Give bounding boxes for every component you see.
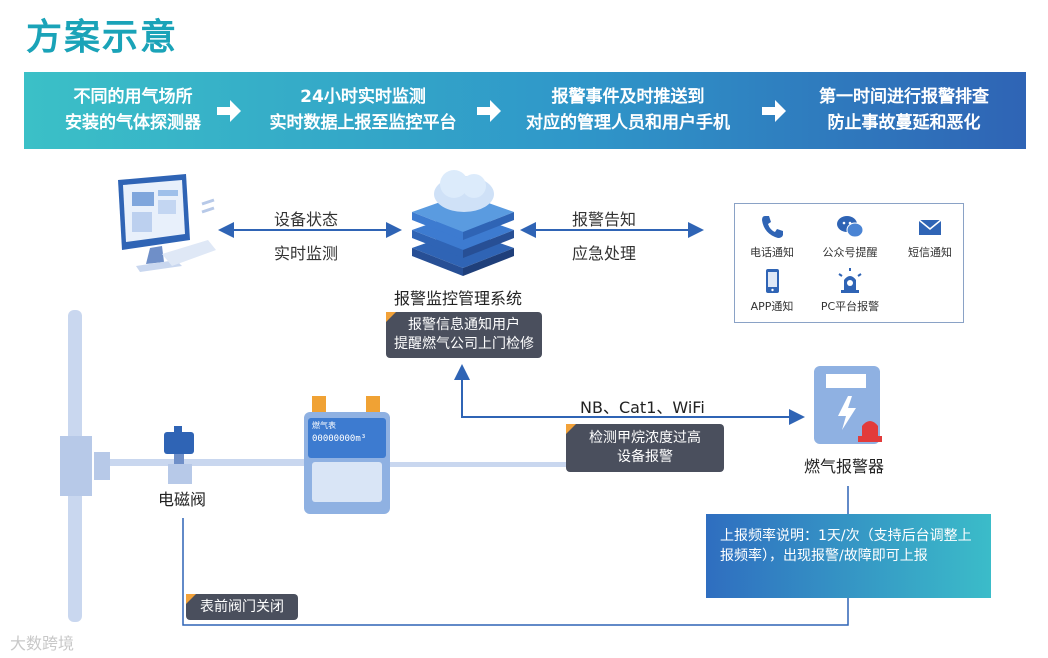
watermark: 大数跨境 (10, 634, 75, 653)
detect-line1: 检测甲烷浓度过高 (589, 430, 701, 446)
arrow-right-icon (762, 100, 786, 122)
valve-label: 电磁阀 (158, 490, 207, 509)
description-text: 上报频率说明：1天/次（支持后台调整上报频率），出现报警/故障即可上报 (720, 528, 972, 564)
notify-app-label: APP通知 (750, 300, 794, 313)
valve-close-text: 表前阀门关闭 (200, 599, 284, 615)
page-title: 方案示意 (26, 17, 179, 58)
cloud-server-icon (412, 170, 514, 276)
gas-alarm-device-icon (814, 366, 882, 444)
gas-meter: 燃气表 00000000m³ (304, 396, 390, 514)
meter-display (308, 418, 386, 458)
valve-close-box: 表前阀门关闭 (186, 594, 298, 620)
alarm-light-icon (838, 268, 862, 293)
notify-user-box: 报警信息通知用户 提醒燃气公司上门检修 (386, 312, 542, 358)
arrow-right-icon (477, 100, 501, 122)
phone-icon (762, 216, 783, 238)
notify-sms-label: 短信通知 (908, 246, 952, 259)
pipe-junction (60, 436, 92, 496)
meter-connector-right (366, 396, 380, 414)
detect-line2: 设备报警 (617, 449, 673, 465)
horizontal-pipe-right (390, 462, 566, 467)
notification-panel: 电话通知 公众号提醒 短信通知 APP通知 PC平台报警 (734, 203, 964, 323)
notify-app: APP通知 (737, 268, 807, 314)
arrow-right-icon (217, 100, 241, 122)
notify-phone-label: 电话通知 (750, 246, 794, 259)
box-corner-mark (186, 594, 196, 604)
notify-phone: 电话通知 (737, 214, 807, 260)
notify-pc: PC平台报警 (815, 268, 885, 314)
banner-step-4-line2: 防止事故蔓延和恶化 (827, 113, 981, 133)
computer-monitor-icon (118, 174, 216, 272)
alarm-label: 燃气报警器 (804, 457, 885, 476)
banner-step-3-line2: 对应的管理人员和用户手机 (526, 113, 730, 133)
notify-pc-label: PC平台报警 (820, 300, 880, 313)
banner-step-1-line2: 安装的气体探测器 (65, 113, 201, 133)
link-label-alert: 报警告知 (572, 210, 637, 229)
meter-connector-left (312, 396, 326, 414)
solenoid-valve-icon (164, 426, 194, 484)
meter-reading: 00000000m³ (312, 434, 367, 444)
banner-step-4: 第一时间进行报警排查 防止事故蔓延和恶化 (794, 84, 1014, 136)
banner-step-3: 报警事件及时推送到 对应的管理人员和用户手机 (508, 84, 748, 136)
box-corner-mark (566, 424, 576, 434)
notify-wechat: 公众号提醒 (815, 214, 885, 260)
detect-alarm-box: 检测甲烷浓度过高 设备报警 (566, 424, 724, 472)
report-frequency-description: 上报频率说明：1天/次（支持后台调整上报频率），出现报警/故障即可上报 (706, 514, 991, 598)
banner-step-1: 不同的用气场所 安装的气体探测器 (38, 84, 228, 136)
banner-step-2-line2: 实时数据上报至监控平台 (269, 113, 457, 133)
mobile-icon (766, 269, 779, 293)
notify-user-line2: 提醒燃气公司上门检修 (394, 336, 534, 352)
notify-sms: 短信通知 (895, 214, 965, 260)
network-label: NB、Cat1、WiFi (580, 398, 705, 417)
link-label-monitor: 实时监测 (274, 244, 339, 263)
banner-step-1-line1: 不同的用气场所 (73, 87, 193, 107)
pipe-joint (94, 452, 110, 480)
banner-step-4-line1: 第一时间进行报警排查 (819, 87, 989, 107)
link-label-status: 设备状态 (274, 210, 339, 229)
wechat-icon (837, 216, 864, 238)
mail-icon (918, 219, 942, 235)
server-label: 报警监控管理系统 (394, 289, 523, 308)
banner-step-3-line1: 报警事件及时推送到 (551, 87, 705, 107)
horizontal-pipe-left (110, 459, 304, 466)
box-corner-mark (386, 312, 396, 322)
notify-wechat-label: 公众号提醒 (822, 246, 878, 259)
notify-user-line1: 报警信息通知用户 (408, 317, 520, 333)
meter-panel (312, 462, 382, 502)
link-label-emergency: 应急处理 (572, 244, 637, 263)
process-banner: 不同的用气场所 安装的气体探测器 24小时实时监测 实时数据上报至监控平台 报警… (24, 72, 1026, 149)
banner-step-2-line1: 24小时实时监测 (300, 87, 426, 107)
banner-step-2: 24小时实时监测 实时数据上报至监控平台 (248, 84, 478, 136)
meter-label: 燃气表 (312, 421, 336, 430)
